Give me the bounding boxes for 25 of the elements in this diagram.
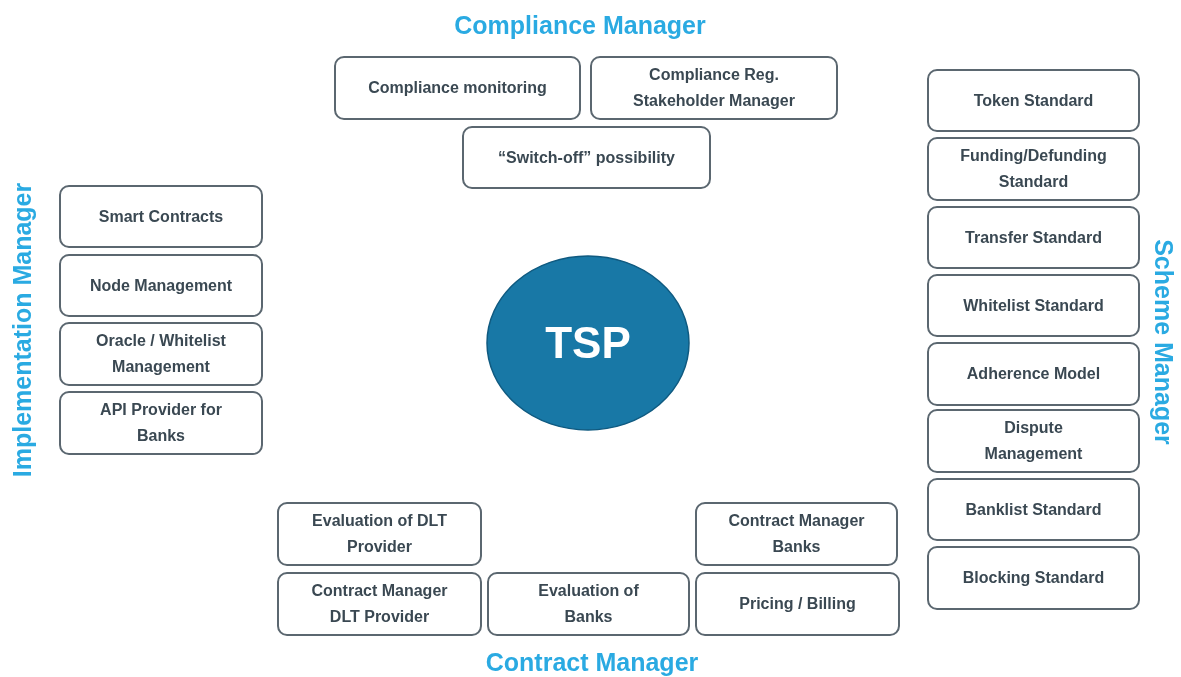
topic-box: Evaluation of Banks (487, 572, 690, 636)
topic-box: Token Standard (927, 69, 1140, 132)
center-label: TSP (545, 318, 631, 368)
group-heading: Compliance Manager (454, 10, 706, 40)
topic-box: Blocking Standard (927, 546, 1140, 610)
topic-box: Compliance Reg. Stakeholder Manager (590, 56, 838, 120)
topic-box: Node Management (59, 254, 263, 317)
topic-box: Pricing / Billing (695, 572, 900, 636)
topic-box: Dispute Management (927, 409, 1140, 473)
group-heading: Scheme Manager (1148, 239, 1178, 445)
topic-box: Contract Manager Banks (695, 502, 898, 566)
topic-box: Banklist Standard (927, 478, 1140, 541)
topic-box: Adherence Model (927, 342, 1140, 406)
topic-box: Oracle / Whitelist Management (59, 322, 263, 386)
topic-box: Evaluation of DLT Provider (277, 502, 482, 566)
topic-box: Whitelist Standard (927, 274, 1140, 337)
group-heading: Contract Manager (485, 647, 699, 677)
topic-box: Transfer Standard (927, 206, 1140, 269)
topic-box: Compliance monitoring (334, 56, 581, 120)
topic-box: Smart Contracts (59, 185, 263, 248)
topic-box: Contract Manager DLT Provider (277, 572, 482, 636)
topic-box: API Provider for Banks (59, 391, 263, 455)
topic-box: “Switch-off” possibility (462, 126, 711, 189)
group-heading: Implementation Manager (7, 182, 37, 478)
topic-box: Funding/Defunding Standard (927, 137, 1140, 201)
